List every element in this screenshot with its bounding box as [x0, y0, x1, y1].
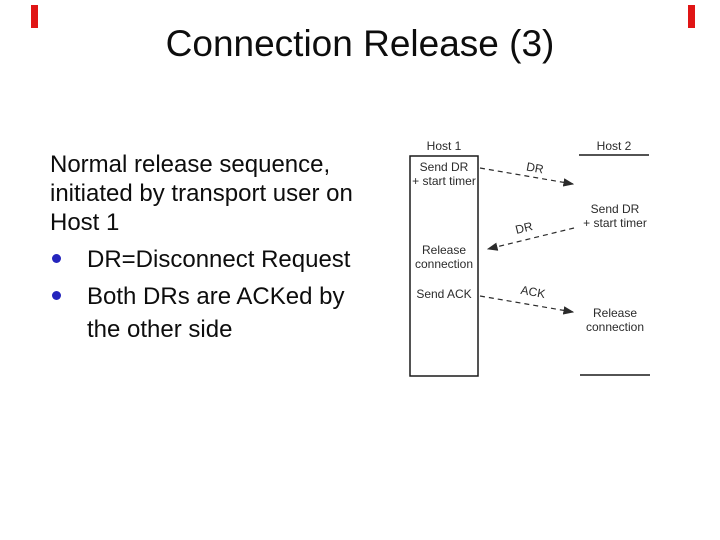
host1-event-send-ack: Send ACK [416, 287, 472, 301]
bullet-text: Both DRs are ACKed by [87, 283, 345, 310]
bullet-text: the other side [87, 316, 233, 343]
host1-timeline-box [409, 155, 479, 377]
intro-line: Host 1 [50, 209, 120, 236]
bullet-dot-icon [52, 254, 61, 263]
ack-arrow [479, 295, 575, 315]
bullet-text: DR=Disconnect Request [87, 246, 351, 273]
host2-event-send-dr: Send DR+ start timer [583, 202, 647, 230]
intro-line: Normal release sequence, [50, 151, 331, 178]
host1-event-send-dr: Send DR+ start timer [412, 160, 476, 188]
bullet-list: DR=Disconnect Request Both DRs are ACKed… [50, 243, 380, 346]
intro-line: initiated by transport user on [50, 180, 353, 207]
bullet-item: Both DRs are ACKed by the other side [50, 280, 380, 346]
dr-arrow-2 [486, 227, 575, 251]
bullet-dot-icon [52, 291, 61, 300]
slide-title: Connection Release (3) [165, 23, 555, 64]
red-accent-bar-left [31, 5, 38, 28]
red-accent-bar-right [688, 5, 695, 28]
bullet-item: DR=Disconnect Request [50, 243, 380, 276]
dr-arrow-1 [479, 167, 575, 187]
host1-label: Host 1 [426, 139, 462, 153]
host2-label: Host 2 [596, 139, 632, 153]
body-text-block: Normal release sequence, initiated by tr… [50, 150, 380, 350]
